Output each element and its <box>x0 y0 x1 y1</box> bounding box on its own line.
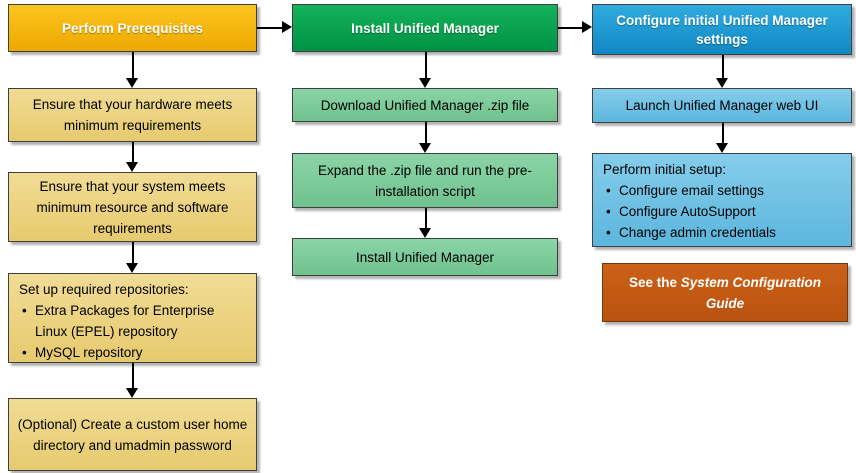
note-see-system-configuration-guide: See the System Configuration Guide <box>602 263 848 322</box>
step-optional-home-directory: (Optional) Create a custom user home dir… <box>8 398 257 471</box>
step-expand-zip: Expand the .zip file and run the pre-ins… <box>292 153 558 208</box>
header-perform-prerequisites: Perform Prerequisites <box>8 4 257 52</box>
step-system-requirements: Ensure that your system meets minimum re… <box>8 172 257 242</box>
arrow-right-icon <box>558 21 592 34</box>
list-item: Configure AutoSupport <box>603 201 776 222</box>
list-item: Change admin credentials <box>603 222 776 243</box>
arrow-down-icon <box>716 123 729 153</box>
step-install-unified-manager: Install Unified Manager <box>292 238 558 276</box>
arrow-down-icon <box>716 55 729 88</box>
note-guide-title: System Configuration Guide <box>680 274 822 311</box>
list-item: Configure email settings <box>603 180 776 201</box>
header-configure-initial-settings: Configure initial Unified Manager settin… <box>592 4 852 55</box>
initial-setup-list: Configure email settings Configure AutoS… <box>603 180 776 243</box>
list-title: Perform initial setup: <box>603 162 727 177</box>
arrow-down-icon <box>126 242 139 273</box>
header-install-unified-manager: Install Unified Manager <box>292 4 558 52</box>
arrow-down-icon <box>419 52 432 88</box>
note-prefix: See the <box>628 274 681 290</box>
list-item: Extra Packages for Enterprise Linux (EPE… <box>19 300 248 342</box>
arrow-down-icon <box>126 52 139 88</box>
step-launch-web-ui: Launch Unified Manager web UI <box>592 88 852 123</box>
list-item: MySQL repository <box>19 342 248 363</box>
list-title: Set up required repositories: <box>19 282 189 297</box>
repository-list: Extra Packages for Enterprise Linux (EPE… <box>19 300 248 363</box>
step-hardware-requirements: Ensure that your hardware meets minimum … <box>8 88 257 142</box>
step-initial-setup: Perform initial setup: Configure email s… <box>592 153 852 247</box>
arrow-down-icon <box>126 142 139 172</box>
step-setup-repositories: Set up required repositories: Extra Pack… <box>8 273 257 363</box>
arrow-down-icon <box>126 363 139 398</box>
step-download-zip: Download Unified Manager .zip file <box>292 88 558 122</box>
arrow-down-icon <box>419 122 432 153</box>
arrow-right-icon <box>257 21 292 34</box>
note-text: See the System Configuration Guide <box>611 272 839 314</box>
arrow-down-icon <box>419 208 432 238</box>
